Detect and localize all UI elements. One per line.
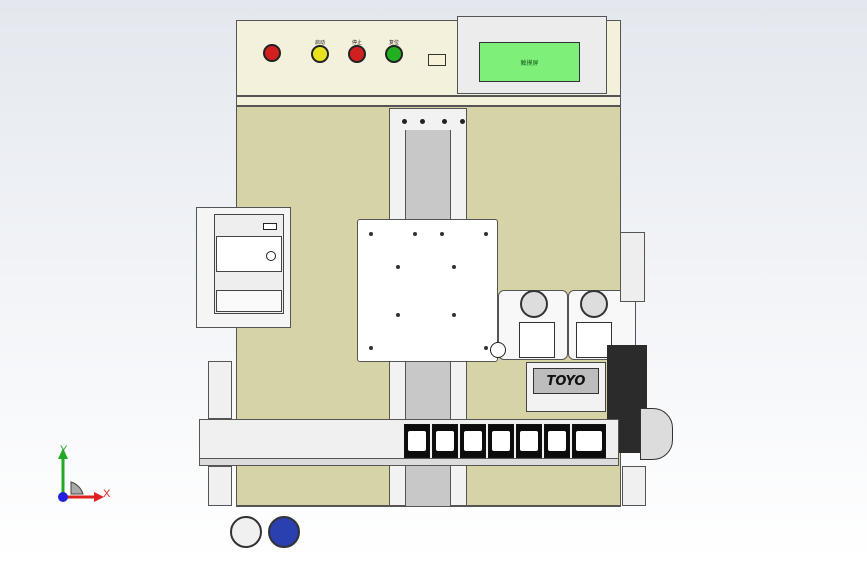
y-axis-arrow: [58, 448, 68, 459]
chain-link: [432, 424, 458, 458]
rail-bolt: [420, 119, 425, 124]
panel-switch[interactable]: [428, 54, 446, 66]
left-foot: [208, 466, 232, 506]
plate-hole: [369, 346, 373, 350]
right-foot: [622, 466, 646, 506]
stop-button[interactable]: [348, 45, 366, 63]
motor-gear-right: [580, 290, 608, 318]
chain-end-roller: [640, 408, 673, 460]
right-bracket: [620, 232, 645, 302]
plate-hole: [452, 265, 456, 269]
base-track-lower: [199, 458, 619, 466]
plate-hole: [440, 232, 444, 236]
reset-button-label: 复位: [388, 40, 399, 46]
plate-hole: [413, 232, 417, 236]
rail-bolt: [442, 119, 447, 124]
plate-hole: [396, 313, 400, 317]
rail-bolt: [460, 119, 465, 124]
chain-link: [488, 424, 514, 458]
plate-hole: [396, 265, 400, 269]
x-axis-label: X: [103, 488, 111, 500]
chain-link: [404, 424, 430, 458]
chain-link: [516, 424, 542, 458]
start-button-label: 启动: [314, 40, 325, 46]
rail-bolt: [402, 119, 407, 124]
mounting-plate: [357, 219, 498, 362]
motor-block-right: [576, 322, 612, 358]
orientation-triad: [58, 448, 104, 502]
start-button[interactable]: [311, 45, 329, 63]
reset-button[interactable]: [385, 45, 403, 63]
stop-button-label: 停止: [351, 40, 362, 46]
side-module-switch[interactable]: [263, 223, 277, 230]
side-module-tray[interactable]: [216, 290, 282, 312]
x-axis-arrow: [94, 492, 104, 502]
plate-hole: [484, 232, 488, 236]
y-axis-label: Y: [60, 444, 68, 456]
chain-link: [572, 424, 606, 458]
chain-link: [544, 424, 570, 458]
side-module-knob[interactable]: [266, 251, 276, 261]
plate-hole: [484, 346, 488, 350]
rotation-arc: [70, 481, 84, 495]
bottom-connector-1: [230, 516, 262, 548]
toyo-logo: TOYO: [546, 373, 586, 389]
hmi-screen[interactable]: 触摸屏: [479, 42, 580, 82]
bottom-connector-2: [268, 516, 300, 548]
toyo-logo-plate: TOYO: [533, 368, 599, 394]
panel-divider: [236, 96, 621, 106]
sensor-ring: [490, 342, 506, 358]
hmi-screen-text: 触摸屏: [520, 59, 539, 67]
chain-link: [460, 424, 486, 458]
motor-block-left: [519, 322, 555, 358]
plate-hole: [369, 232, 373, 236]
emergency-stop-button[interactable]: [263, 44, 281, 62]
plate-hole: [452, 313, 456, 317]
horizontal-cable-chain: [404, 424, 608, 458]
z-axis-dot: [58, 492, 68, 502]
motor-gear-left: [520, 290, 548, 318]
left-bracket: [208, 361, 232, 419]
